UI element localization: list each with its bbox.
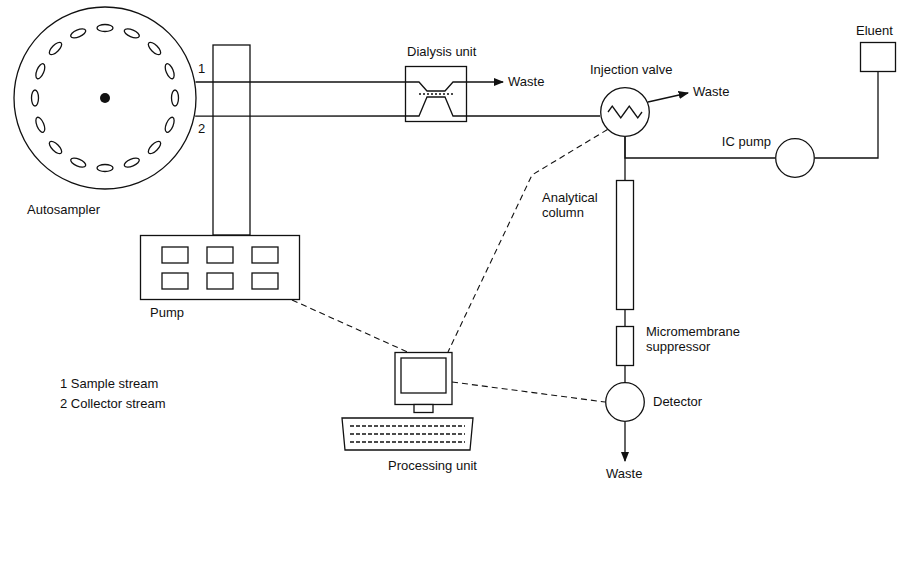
signal-line — [448, 130, 608, 353]
eluent-bottle: Eluent — [860, 42, 896, 72]
acceptor-channel — [405, 97, 467, 116]
sample-vial — [163, 116, 176, 133]
legend-note: 1 Sample stream — [60, 376, 158, 391]
node-label: Dialysis unit — [407, 44, 476, 59]
node-shape — [775, 138, 815, 178]
pump-channel — [207, 247, 233, 263]
node-label: Pump — [150, 305, 184, 320]
outline — [14, 7, 196, 189]
waste-arrow — [648, 93, 688, 102]
node-label: Autosampler — [27, 202, 100, 217]
sample-vial — [146, 40, 162, 56]
outline — [617, 181, 634, 310]
flow-line — [624, 366, 625, 382]
stand — [414, 405, 433, 413]
flow-line — [624, 137, 625, 180]
sample-vial — [97, 165, 113, 172]
sample-vial — [69, 156, 86, 169]
pump-channel — [162, 247, 188, 263]
node-shape — [616, 326, 634, 366]
node-shape — [860, 42, 896, 72]
stream-number: 2 — [198, 121, 205, 136]
outline — [601, 88, 650, 137]
node-shape — [140, 235, 300, 300]
waste-label: Waste — [606, 466, 642, 481]
node-shape — [13, 6, 197, 190]
pump-channel — [162, 273, 188, 289]
sample-loop — [608, 106, 642, 118]
suppressor: Micromembrane suppressor — [616, 326, 634, 366]
signal-line — [452, 382, 605, 402]
screen — [401, 358, 446, 393]
monitor — [395, 353, 452, 405]
waste-label: Waste — [693, 84, 729, 99]
processing-unit: Processing unit — [340, 352, 475, 452]
detector: Detector — [605, 382, 645, 422]
flow-line — [815, 72, 878, 158]
key-row — [350, 433, 465, 434]
sample-vial — [34, 62, 47, 79]
node-shape — [405, 66, 467, 122]
node-label: Analytical column — [542, 190, 608, 220]
membrane — [419, 93, 453, 94]
analytical-column: Analytical column — [616, 180, 634, 310]
key-row — [350, 425, 465, 426]
sample-vial — [97, 25, 113, 32]
waste-arrow — [467, 81, 503, 82]
outline — [617, 327, 634, 366]
sample-vial — [163, 62, 176, 79]
outline — [606, 383, 645, 422]
donor-channel — [405, 82, 467, 91]
node-label: Eluent — [856, 23, 893, 38]
node-label: Injection valve — [590, 62, 672, 77]
node-shape — [605, 382, 645, 422]
autosampler-carousel: Autosampler — [13, 6, 197, 190]
node-shape — [600, 87, 650, 137]
keyboard — [342, 418, 473, 450]
pump-box: Pump — [140, 235, 300, 300]
dialysis-unit: Dialysis unit — [405, 66, 467, 122]
flow-line — [196, 81, 405, 82]
ic-pump: IC pump — [775, 138, 815, 178]
waste-label: Waste — [508, 74, 544, 89]
sample-vial — [172, 90, 179, 106]
sample-vial — [123, 27, 140, 40]
sample-vial — [69, 27, 86, 40]
sample-vial — [47, 40, 63, 56]
node-shape — [616, 180, 634, 310]
key-row — [350, 441, 465, 442]
sample-vial — [146, 139, 162, 155]
flow-line — [624, 310, 625, 326]
pump-channel — [252, 247, 278, 263]
stream-number: 1 — [198, 61, 205, 76]
waste-arrow — [624, 422, 625, 461]
sample-vial — [123, 156, 140, 169]
pump-channel — [207, 273, 233, 289]
outline — [141, 236, 300, 300]
sample-vial — [32, 90, 39, 106]
sample-vial — [47, 139, 63, 155]
outline — [861, 43, 896, 72]
pump-channel — [252, 273, 278, 289]
pump-tubing — [213, 45, 250, 235]
outline — [406, 67, 467, 122]
flow-line — [467, 115, 600, 116]
outline — [776, 139, 815, 178]
hub — [100, 93, 110, 103]
legend-note: 2 Collector stream — [60, 396, 165, 411]
injection-valve: Injection valve — [600, 87, 650, 137]
node-label: IC pump — [722, 134, 771, 149]
node-label: Micromembrane suppressor — [646, 324, 756, 354]
signal-line — [292, 300, 408, 352]
flow-line — [195, 115, 405, 116]
node-label: Detector — [653, 394, 702, 409]
sample-vial — [34, 116, 47, 133]
node-shape — [340, 352, 475, 452]
node-label: Processing unit — [388, 458, 477, 473]
